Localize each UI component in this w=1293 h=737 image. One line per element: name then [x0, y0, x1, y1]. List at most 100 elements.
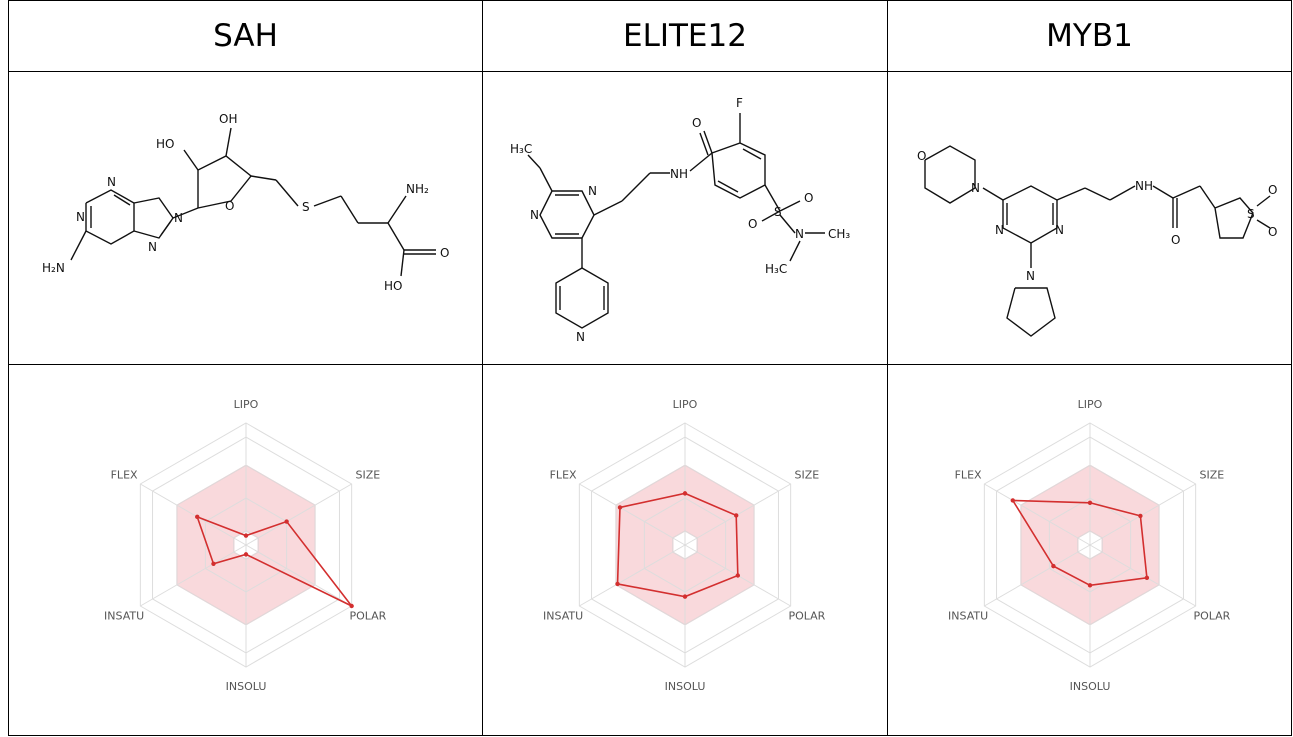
axis-label: LIPO — [1077, 398, 1102, 411]
radar-cell-sah: LIPO SIZE POLAR INSOLU INSATU FLEX — [8, 364, 483, 736]
structure-cell-sah: OH HO N N N N O S NH₂ O HO H₂N — [8, 71, 483, 365]
axis-spoke — [245, 483, 352, 546]
data-point — [1050, 563, 1056, 569]
atom-label: N — [148, 240, 157, 254]
atom-label: NH — [1135, 179, 1153, 193]
axis-spoke — [139, 483, 246, 546]
axis-label: INSOLU — [665, 680, 706, 693]
data-point — [1087, 583, 1092, 588]
axis-label: POLAR — [788, 609, 825, 622]
atom-label: S — [774, 205, 782, 219]
atom-label: N — [1055, 223, 1064, 237]
atom-label: N — [530, 208, 539, 222]
axis-spoke — [1089, 544, 1196, 607]
sah-structure-diagram: OH HO N N N N O S NH₂ O HO H₂N — [42, 112, 449, 293]
structure-cell-elite12: F O H₃C N N NH S O O N CH₃ H₃C N — [482, 71, 888, 365]
data-point — [348, 603, 354, 609]
data-point — [283, 519, 289, 524]
axis-label: INSOLU — [1069, 680, 1110, 693]
radar-row: LIPO SIZE POLAR INSOLU INSATU FLEX LIPO SIZE PO… — [8, 364, 1292, 736]
structure-cell-myb1: O N NH N N O S O O N — [887, 71, 1292, 365]
axis-label: INSATU — [948, 609, 988, 622]
header-row: SAH ELITE12 MYB1 — [8, 0, 1292, 72]
atom-label: O — [917, 149, 926, 163]
data-point — [682, 594, 688, 599]
compound-name: ELITE12 — [623, 18, 747, 54]
myb1-bioavailability-radar: LIPO SIZE POLAR INSOLU INSATU FLEX — [948, 398, 1231, 693]
axis-label: POLAR — [349, 609, 386, 622]
comparison-table: SAH ELITE12 MYB1 — [8, 0, 1292, 736]
atom-label: N — [76, 210, 85, 224]
elite12-structure-diagram: F O H₃C N N NH S O O N CH₃ H₃C N — [510, 96, 850, 344]
atom-label: N — [588, 184, 597, 198]
atom-label: O — [1268, 225, 1277, 239]
axis-label: SIZE — [355, 469, 380, 482]
atom-label: HO — [384, 279, 402, 293]
atom-label: O — [692, 116, 701, 130]
atom-label: N — [174, 211, 183, 225]
header-cell-sah: SAH — [8, 0, 483, 72]
data-point — [1010, 498, 1015, 503]
axis-spoke — [983, 483, 1090, 546]
radar-cell-myb1: LIPO SIZE POLAR INSOLU INSATU FLEX — [887, 364, 1292, 736]
axis-label: FLEX — [550, 469, 577, 482]
atom-label: F — [736, 96, 743, 110]
atom-label: S — [1247, 207, 1255, 221]
data-point — [1137, 513, 1143, 519]
axis-label: INSATU — [543, 609, 583, 622]
axis-label: POLAR — [1193, 609, 1230, 622]
axis-label: FLEX — [954, 469, 981, 482]
atom-label: H₃C — [765, 262, 787, 276]
compound-name: MYB1 — [1046, 18, 1133, 54]
axis-label: INSATU — [104, 609, 144, 622]
structure-row: OH HO N N N N O S NH₂ O HO H₂N — [8, 71, 1292, 365]
axis-label: SIZE — [1199, 469, 1224, 482]
data-point — [615, 581, 620, 587]
atom-label: OH — [219, 112, 237, 126]
data-point — [1144, 575, 1149, 581]
data-point — [617, 505, 623, 510]
data-point — [734, 513, 739, 518]
data-point — [682, 491, 688, 496]
atom-label: H₂N — [42, 261, 65, 275]
data-point — [243, 552, 248, 557]
compound-name: SAH — [213, 18, 278, 54]
axis-spoke — [579, 483, 686, 546]
axis-label: SIZE — [795, 469, 820, 482]
atom-label: CH₃ — [828, 227, 850, 241]
atom-label: O — [804, 191, 813, 205]
sah-bioavailability-radar: LIPO SIZE POLAR INSOLU INSATU FLEX — [104, 398, 387, 693]
axis-label: FLEX — [110, 469, 137, 482]
atom-label: NH — [670, 167, 688, 181]
elite12-bioavailability-radar: LIPO SIZE POLAR INSOLU INSATU FLEX — [543, 398, 826, 693]
axis-label: INSOLU — [225, 680, 266, 693]
atom-label: N — [995, 223, 1004, 237]
data-point — [243, 533, 248, 538]
axis-label: LIPO — [673, 398, 698, 411]
atom-label: O — [225, 199, 234, 213]
atom-label: S — [302, 200, 310, 214]
data-point — [210, 561, 216, 566]
axis-label: LIPO — [233, 398, 258, 411]
atom-label: NH₂ — [406, 182, 429, 196]
header-cell-myb1: MYB1 — [887, 0, 1292, 72]
atom-label: N — [971, 181, 980, 195]
radar-cell-elite12: LIPO SIZE POLAR INSOLU INSATU FLEX — [482, 364, 888, 736]
atom-label: N — [576, 330, 585, 344]
atom-label: O — [1171, 233, 1180, 247]
axis-spoke — [245, 544, 352, 607]
data-point — [194, 514, 199, 520]
atom-label: O — [748, 217, 757, 231]
atom-label: N — [1026, 269, 1035, 283]
axis-spoke — [139, 544, 246, 607]
axis-spoke — [983, 544, 1090, 607]
axis-spoke — [579, 544, 686, 607]
data-point — [1087, 500, 1092, 505]
atom-label: O — [1268, 183, 1277, 197]
atom-label: H₃C — [510, 142, 532, 156]
myb1-structure-diagram: O N NH N N O S O O N — [917, 145, 1277, 337]
atom-label: O — [440, 246, 449, 260]
atom-label: HO — [156, 137, 174, 151]
header-cell-elite12: ELITE12 — [482, 0, 888, 72]
data-point — [735, 573, 741, 578]
